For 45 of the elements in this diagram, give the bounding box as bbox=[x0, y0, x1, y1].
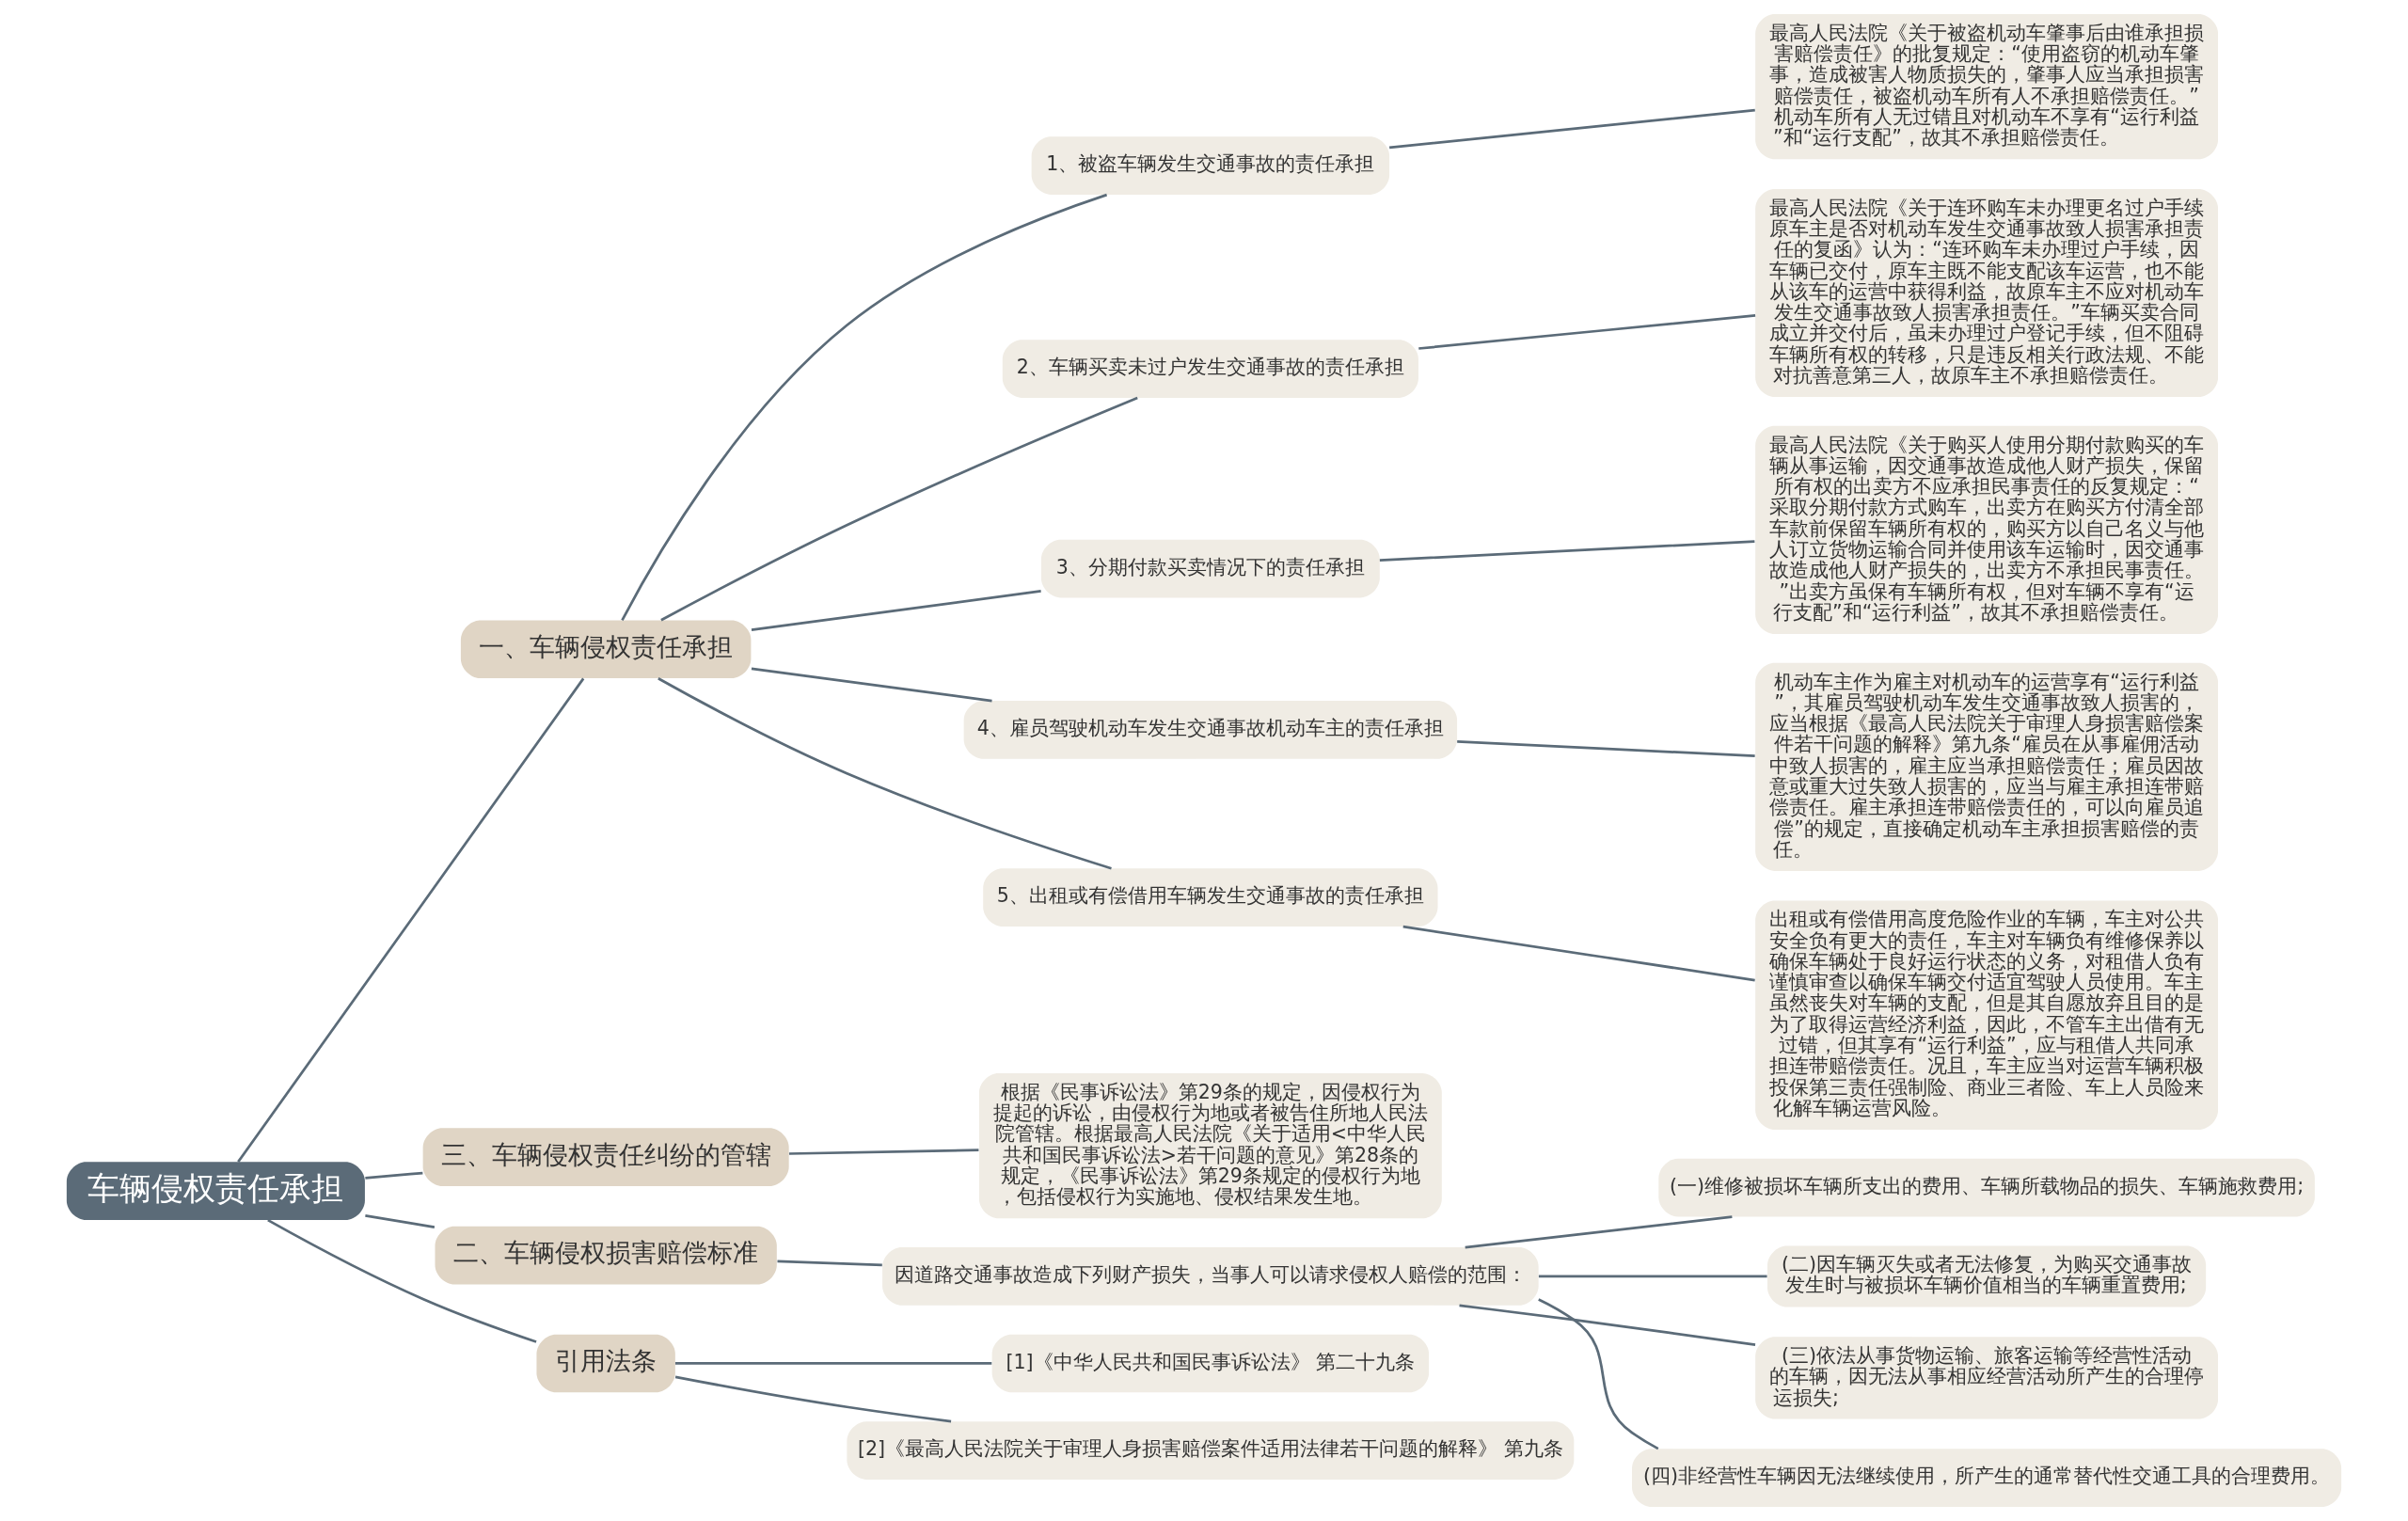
node-box: 最高人民法院《关于被盗机动车肇事后由谁承担损害赔偿责任》的批复规定：“使用盗窃的机动车肇事，造成被害人物质损失的，肇事人应当承担损害赔偿责任，被盗机动车所有人不承担赔偿责任。”机动车所有人无过错且对机动车不享有“运行利益”和“运行支配”，故其不承担赔偿责任。 bbox=[1755, 13, 2219, 160]
connector bbox=[751, 667, 992, 703]
node-box: 机动车主作为雇主对机动车的运营享有“运行利益”，其雇员驾驶机动车发生交通事故致人损害的，应当根据《最高人民法院关于审理人身损害赔偿案件若干问题的解释》第九条“雇员在从事雇佣活动中致人损害的，雇主应当承担赔偿责任；雇员因故意或重大过失致人损害的，应当与雇主承担连带赔偿责任。雇主承担连带赔偿责任的，可以向雇员追偿”的规定，直接确定机动车主承担损害赔偿的责任。 bbox=[1755, 662, 2219, 871]
node-box: (一)维修被损坏车辆所支出的费用、车辆所载物品的损失、车辆施救费用; bbox=[1658, 1158, 2315, 1217]
node-box: (三)依法从事货物运输、旅客运输等经营性活动的车辆，因无法从事相应经营活动所产生的合理停运损失; bbox=[1755, 1337, 2219, 1419]
connector bbox=[267, 1218, 537, 1343]
connector bbox=[1465, 1215, 1733, 1249]
node-box: 因道路交通事故造成下列财产损失，当事人可以请求侵权人赔偿的范围： bbox=[882, 1247, 1539, 1306]
node-box: 车辆侵权责任承担 bbox=[66, 1162, 365, 1220]
node-box: 4、雇员驾驶机动车发生交通事故机动车主的责任承担 bbox=[963, 701, 1458, 759]
connector bbox=[751, 590, 1041, 632]
connector bbox=[1418, 314, 1756, 350]
node-box: 三、车辆侵权责任纠纷的管辖 bbox=[422, 1128, 789, 1186]
connector bbox=[1457, 740, 1755, 757]
node-box: 引用法条 bbox=[536, 1334, 675, 1393]
node-box: [2]《最高人民法院关于审理人身损害赔偿案件适用法律若干问题的解释》 第九条 bbox=[847, 1421, 1575, 1480]
node-box: 最高人民法院《关于购买人使用分期付款购买的车辆从事运输，因交通事故造成他人财产损失，保留所有权的出卖方不应承担民事责任的反复规定：“采取分期付款方式购车，出卖方在购买方付清全部车款前保留车辆所有权的，购买方以自己名义与他人订立货物运输合同并使用该车运输时，因交通事故造成他人财产损失的，出卖方不承担民事责任。”出卖方虽保有车辆所有权，但对车辆不享有“运行支配”和“运行利益”，故其不承担赔偿责任。 bbox=[1755, 425, 2219, 634]
node-box: 最高人民法院《关于连环购车未办理更名过户手续原车主是否对机动车发生交通事故致人损害承担责任的复函》认为：“连环购车未办理过户手续，因车辆已交付，原车主既不能支配该车运营，也不能从该车的运营中获得利益，故原车主不应对机动车发生交通事故致人损害承担责任。”车辆买卖合同成立并交付后，虽未办理过户登记手续，但不阻碍车辆所有权的转移，只是违反相关行政法规、不能对抗善意第三人，故原车主不承担赔偿责任。 bbox=[1755, 188, 2219, 397]
node-box: 2、车辆买卖未过户发生交通事故的责任承担 bbox=[1002, 340, 1418, 398]
connector bbox=[674, 1375, 952, 1423]
connector bbox=[1538, 1275, 1767, 1278]
node-box: 根据《民事诉讼法》第29条的规定，因侵权行为提起的诉讼，由侵权行为地或者被告住所地人民法院管辖。根据最高人民法院《关于适用<中华人民共和国民事诉讼法>若干问题的意见》第28条的规定，《民事诉讼法》第29条规定的侵权行为地，包括侵权行为实施地、侵权结果发生地。 bbox=[978, 1073, 1442, 1219]
connector bbox=[1459, 1304, 1756, 1346]
connector bbox=[1538, 1298, 1659, 1450]
node-box: 5、出租或有偿借用车辆发生交通事故的责任承担 bbox=[983, 868, 1438, 927]
connector bbox=[365, 1171, 423, 1180]
node-box: 一、车辆侵权责任承担 bbox=[460, 620, 752, 679]
node-box: (二)因车辆灭失或者无法修复，为购买交通事故发生时与被损坏车辆价值相当的车辆重置费用; bbox=[1767, 1245, 2207, 1307]
node-box: 出租或有偿借用高度危险作业的车辆，车主对公共安全负有更大的责任，车主对车辆负有维修保养以确保车辆处于良好运行状态的义务，对租借人负有谨慎审查以确保车辆交付适宜驾驶人员使用。车主虽然丧失对车辆的支配，但是其自愿放弃且目的是为了取得运营经济利益，因此，不管车主出借有无过错，但其享有“运行利益”，应与租借人共同承担连带赔偿责任。况且，车主应当对运营车辆积极投保第三责任强制险、商业三者险、车上人员险来化解车辆运营风险。 bbox=[1755, 900, 2219, 1130]
connector bbox=[1379, 540, 1755, 562]
connector bbox=[674, 1362, 992, 1365]
node-box: [1]《中华人民共和国民事诉讼法》 第二十九条 bbox=[991, 1334, 1430, 1393]
connector bbox=[1388, 108, 1755, 150]
node-box: (四)非经营性车辆因无法继续使用，所产生的通常替代性交通工具的合理费用。 bbox=[1632, 1449, 2342, 1508]
connector bbox=[788, 1149, 979, 1155]
connector bbox=[657, 677, 1112, 870]
node-box: 二、车辆侵权损害赔偿标准 bbox=[435, 1226, 777, 1285]
connector bbox=[237, 677, 585, 1163]
connector bbox=[1402, 925, 1755, 982]
connector bbox=[777, 1260, 882, 1267]
connector bbox=[660, 396, 1138, 622]
node-box: 1、被盗车辆发生交通事故的责任承担 bbox=[1031, 136, 1390, 195]
connector bbox=[365, 1213, 436, 1228]
connector bbox=[621, 193, 1108, 622]
node-box: 3、分期付款买卖情况下的责任承担 bbox=[1040, 539, 1380, 598]
